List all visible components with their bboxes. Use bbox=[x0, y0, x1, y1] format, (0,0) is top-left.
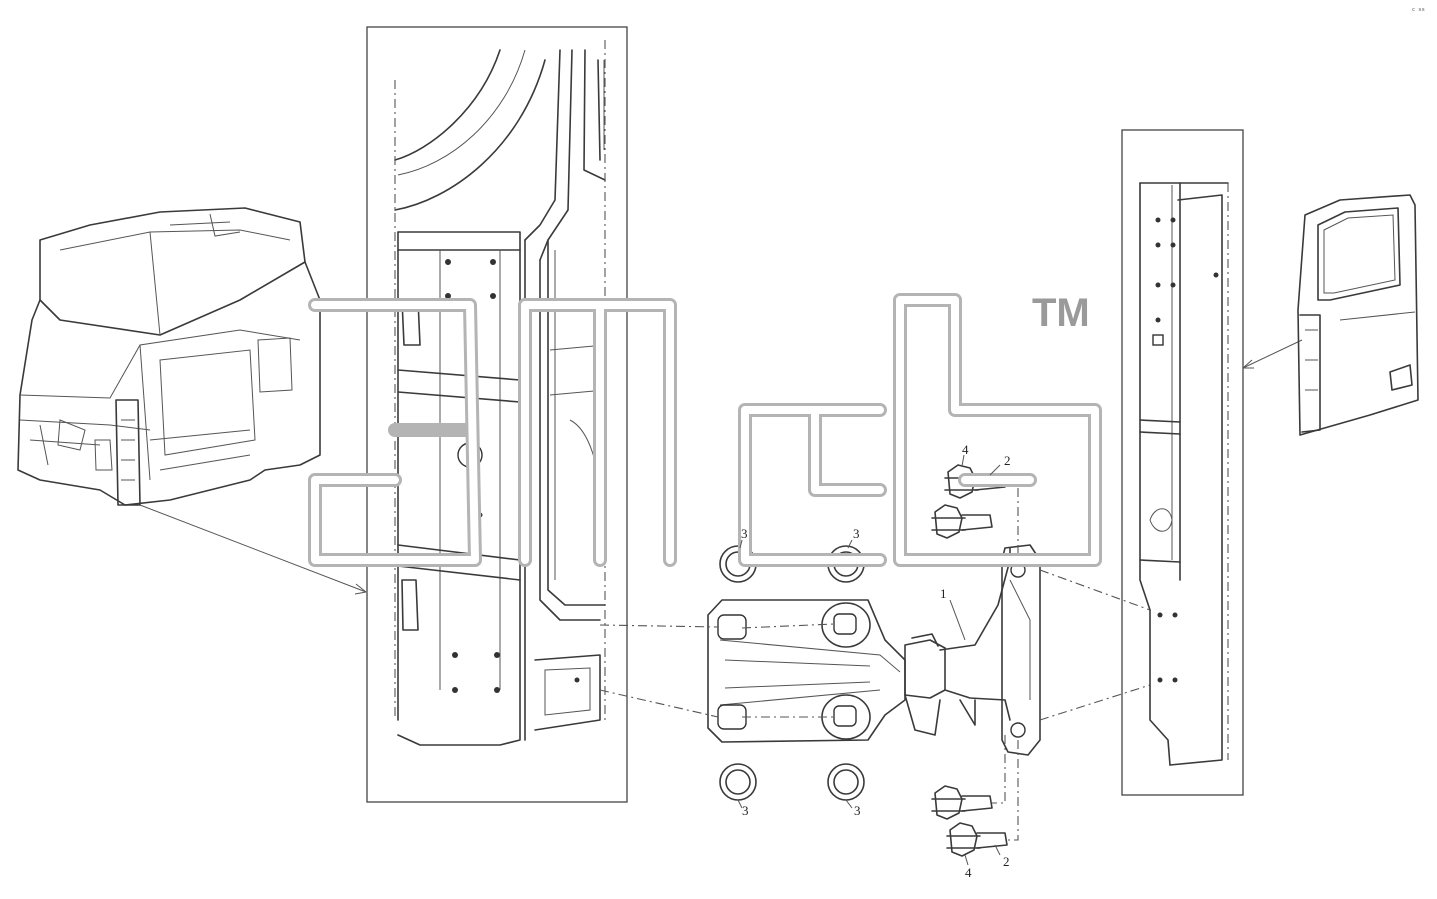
pillar-detail-frame bbox=[366, 26, 628, 803]
corner-mark: ᶜ ˢˢ bbox=[1412, 7, 1425, 17]
callout-part-3-top-left: 3 bbox=[741, 526, 748, 541]
callout-part-2-top: 2 bbox=[1004, 453, 1011, 468]
callout-part-3-bottom-left: 3 bbox=[742, 803, 749, 818]
hinge-body bbox=[707, 544, 1041, 756]
leader-cab-to-frame bbox=[139, 504, 367, 593]
trademark-symbol: TM bbox=[1032, 291, 1090, 335]
bolt-bottom-1 bbox=[931, 785, 993, 820]
callout-labels: 1 2 2 3 3 3 3 4 4 bbox=[737, 442, 1011, 880]
callout-part-2-bottom: 2 bbox=[1003, 854, 1010, 869]
callout-part-1: 1 bbox=[940, 586, 947, 601]
callout-part-3-bottom-right: 3 bbox=[854, 803, 861, 818]
watermark-logo: TM bbox=[308, 291, 1102, 567]
cab-overview bbox=[17, 207, 321, 506]
callout-part-4-top: 4 bbox=[962, 442, 969, 457]
door-overview bbox=[1297, 194, 1419, 436]
bolt-top-2 bbox=[931, 504, 993, 539]
washer-bottom-left bbox=[719, 763, 757, 801]
callout-part-4-bottom: 4 bbox=[965, 865, 972, 880]
door-detail-frame bbox=[1121, 129, 1244, 796]
hinge-assembly bbox=[599, 464, 1151, 857]
washer-bottom-right bbox=[827, 763, 865, 801]
bolt-bottom-2 bbox=[946, 822, 1008, 857]
callout-part-3-top-right: 3 bbox=[853, 526, 860, 541]
